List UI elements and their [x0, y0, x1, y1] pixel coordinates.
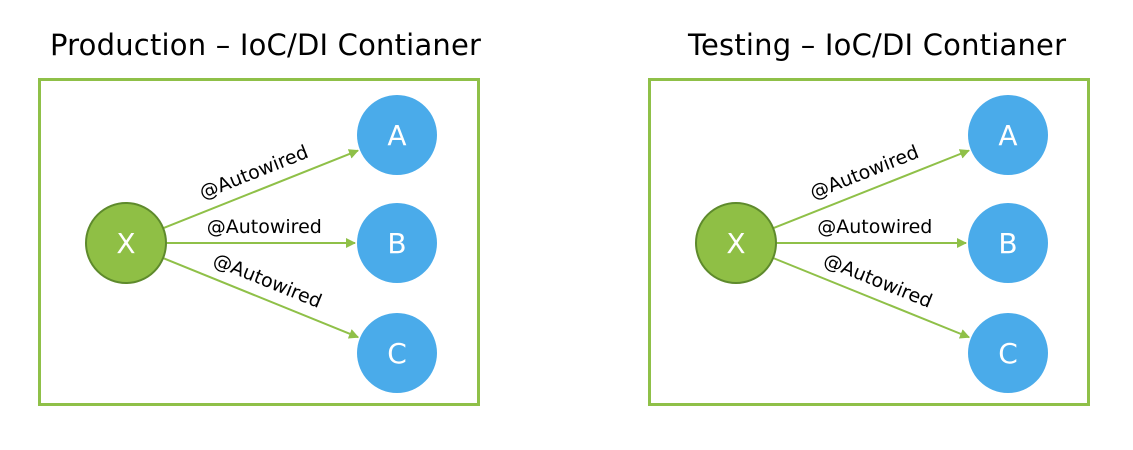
edge-testing-x-to-c [772, 257, 970, 339]
node-label-production-b: B [387, 227, 406, 260]
node-testing-b [968, 203, 1048, 283]
node-production-a [357, 95, 437, 175]
panel-title-testing: Testing – IoC/DI Contianer [688, 28, 1067, 62]
node-testing-c [968, 313, 1048, 393]
node-label-production-c: C [387, 337, 407, 370]
node-label-testing-x: X [726, 227, 745, 260]
node-production-x [85, 202, 167, 284]
edge-label-production-b: @Autowired [207, 216, 322, 238]
edge-label-testing-c: @Autowired [820, 249, 935, 313]
edge-production-x-to-a [162, 149, 359, 230]
edge-label-production-a: @Autowired [196, 141, 311, 204]
edge-testing-x-to-a [772, 149, 970, 230]
node-testing-x [695, 202, 777, 284]
container-box-production [38, 78, 480, 406]
edge-label-testing-b: @Autowired [817, 216, 932, 238]
edge-label-testing-a: @Autowired [807, 141, 922, 204]
panel-title-production: Production – IoC/DI Contianer [50, 28, 482, 62]
node-production-c [357, 313, 437, 393]
node-label-production-a: A [387, 119, 406, 152]
node-label-production-x: X [116, 227, 135, 260]
node-label-testing-b: B [998, 227, 1017, 260]
container-box-testing [648, 78, 1090, 406]
node-label-testing-c: C [998, 337, 1018, 370]
node-testing-a [968, 95, 1048, 175]
edge-production-x-to-c [162, 257, 360, 339]
edge-label-production-c: @Autowired [210, 249, 325, 313]
node-production-b [357, 203, 437, 283]
node-label-testing-a: A [998, 119, 1017, 152]
